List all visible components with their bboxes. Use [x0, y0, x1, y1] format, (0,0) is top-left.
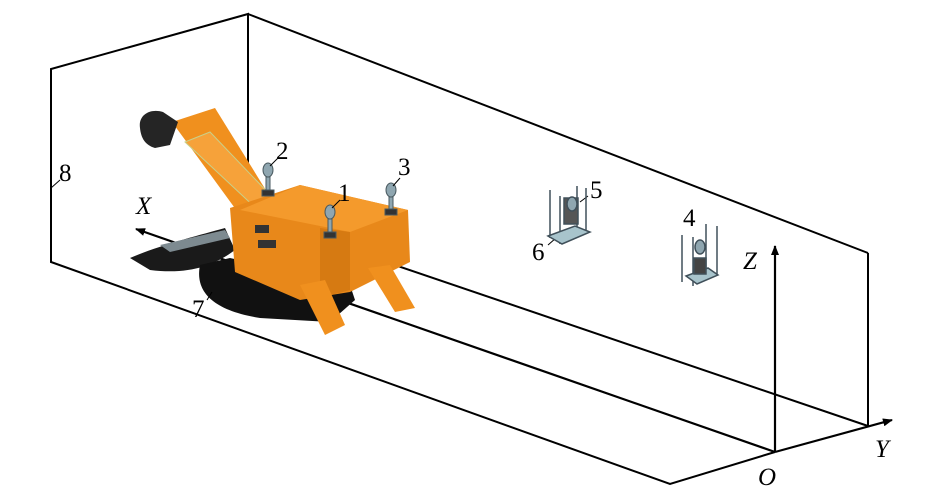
label-5: 5 — [590, 177, 603, 204]
x-axis-label: X — [136, 193, 152, 220]
station-4 — [681, 224, 720, 286]
leg-right — [368, 265, 415, 312]
sensor-3 — [385, 182, 397, 198]
label-8: 8 — [59, 160, 72, 187]
cutting-head — [139, 110, 178, 148]
origin-label: O — [758, 464, 777, 488]
leg-left — [300, 280, 345, 335]
station-5-6 — [546, 186, 592, 245]
box-left-face — [50, 12, 776, 486]
label-3: 3 — [398, 154, 411, 181]
label-2: 2 — [276, 138, 289, 165]
z-axis-label: Z — [743, 248, 757, 275]
label-4: 4 — [683, 205, 696, 232]
sensors — [261, 162, 398, 239]
roadheader-machine — [50, 108, 589, 335]
label-7: 7 — [192, 296, 205, 323]
y-axis-label: Y — [875, 436, 889, 463]
leader-lines — [50, 157, 589, 301]
label-1: 1 — [338, 180, 351, 207]
label-6: 6 — [532, 239, 545, 266]
box-top-edge — [247, 13, 869, 254]
y-axis — [774, 418, 893, 454]
